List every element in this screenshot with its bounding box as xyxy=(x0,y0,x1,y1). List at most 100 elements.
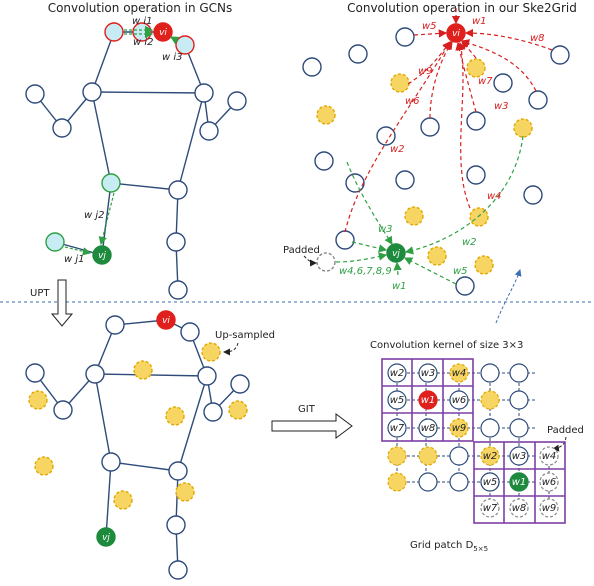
kernel-green-box xyxy=(473,441,566,524)
red-w8: w8 xyxy=(530,33,545,44)
red-w6: w6 xyxy=(405,96,420,107)
git-arrow xyxy=(271,413,353,439)
grid-node xyxy=(509,390,529,410)
grid-node xyxy=(480,363,500,383)
upt-arrow xyxy=(50,279,74,327)
ske2grid-green-arrows xyxy=(335,135,524,285)
grid-node xyxy=(387,390,407,410)
gcn-neighbor-node xyxy=(175,35,195,55)
grid-node xyxy=(449,446,469,466)
ske2grid-vi-label: vi xyxy=(452,29,460,39)
grid-weight-label: w6 xyxy=(452,395,467,406)
grid-weight-label: w8 xyxy=(512,503,527,514)
grid-weight-label: w7 xyxy=(390,423,405,434)
grid-node xyxy=(449,390,469,410)
grid-node xyxy=(509,363,529,383)
weight-wi1: w i1 xyxy=(132,16,153,27)
up-sampled-label: Up-sampled xyxy=(215,330,275,341)
grid-node xyxy=(480,472,500,492)
grid-node xyxy=(539,446,559,466)
grid-node xyxy=(418,418,438,438)
green-w1: w1 xyxy=(392,281,407,292)
gcn-neighbor-node xyxy=(104,22,124,42)
gcn-neighbor-node xyxy=(45,232,65,252)
grid-node xyxy=(449,418,469,438)
grid-node xyxy=(418,390,438,410)
green-w5: w5 xyxy=(453,266,468,277)
grid-node xyxy=(387,446,407,466)
grid-node xyxy=(509,498,529,518)
grid-node xyxy=(480,446,500,466)
red-w4: w4 xyxy=(487,191,502,202)
grid-node xyxy=(387,363,407,383)
grid-node xyxy=(480,390,500,410)
grid-node xyxy=(449,472,469,492)
grid-weight-label: w1 xyxy=(421,395,436,406)
upsampled-vi-label: vi xyxy=(162,316,170,326)
green-w3: w3 xyxy=(378,224,393,235)
upsampled-nodes xyxy=(25,310,250,580)
title-gcn: Convolution operation in GCNs xyxy=(48,1,233,15)
grid-weight-label: w2 xyxy=(483,451,498,462)
grid-node xyxy=(509,418,529,438)
upsampled-vj-label: vj xyxy=(102,533,110,543)
red-w2: w2 xyxy=(390,144,405,155)
grid-node xyxy=(539,472,559,492)
red-w1: w1 xyxy=(472,16,487,27)
grid-weight-label: w5 xyxy=(483,477,498,488)
padded-label-top: Padded xyxy=(283,245,320,256)
grid-node xyxy=(509,472,529,492)
feedback-arrow xyxy=(495,269,522,324)
grid-patch: w2 w3 w4 w5 w1 w6 w7 w8 w9 w2 w3 w4 w5 w1 w6 w7 w8 w9 xyxy=(381,358,566,524)
green-w2: w2 xyxy=(462,237,477,248)
red-w9: w9 xyxy=(418,66,433,77)
grid-node xyxy=(418,446,438,466)
grid-weight-label: w1 xyxy=(512,477,527,488)
grid-weight-label: w4 xyxy=(452,368,467,379)
ske2grid-vj-label: vj xyxy=(392,249,400,259)
gcn-skeleton xyxy=(34,31,238,291)
weight-wi3: w i3 xyxy=(162,52,183,63)
grid-weight-label: w8 xyxy=(421,423,436,434)
green-w46789: w4,6,7,8,9 xyxy=(339,266,392,277)
grid-weight-label: w9 xyxy=(452,423,467,434)
grid-weight-label: w4 xyxy=(542,451,557,462)
ske2grid-red-arrows xyxy=(344,8,553,233)
weight-wj2: w j2 xyxy=(84,210,105,221)
grid-weight-label: w7 xyxy=(483,503,498,514)
grid-node xyxy=(387,472,407,492)
weight-wi2: w i2 xyxy=(133,37,154,48)
red-w3: w3 xyxy=(494,101,509,112)
grid-weight-label: w3 xyxy=(421,368,436,379)
grid-node xyxy=(539,498,559,518)
upt-label: UPT xyxy=(30,288,50,299)
grid-node xyxy=(387,418,407,438)
red-w5: w5 xyxy=(422,21,437,32)
gcn-node-vj xyxy=(92,245,112,265)
grid-weight-label: w5 xyxy=(390,395,405,406)
git-label: GIT xyxy=(298,404,316,415)
grid-node xyxy=(480,498,500,518)
grid-node xyxy=(418,363,438,383)
grid-weight-label: w3 xyxy=(512,451,527,462)
grid-node xyxy=(509,446,529,466)
gcn-vi-label: vi xyxy=(159,28,167,38)
gcn-neighbor-node xyxy=(101,173,121,193)
grid-node xyxy=(480,418,500,438)
padded-label-grid: Padded xyxy=(547,425,584,436)
grid-weight-label: w2 xyxy=(390,368,405,379)
kernel-red-box xyxy=(381,358,474,442)
grid-weight-label: w9 xyxy=(542,503,557,514)
weight-wj1: w j1 xyxy=(64,254,85,265)
gcn-nodes xyxy=(25,22,247,300)
title-ske2grid: Convolution operation in our Ske2Grid xyxy=(347,1,577,15)
gcn-vj-label: vj xyxy=(98,251,106,261)
gcn-node-vi xyxy=(153,22,173,42)
grid-node xyxy=(449,363,469,383)
grid-weight-label: w6 xyxy=(542,477,557,488)
grid-node xyxy=(418,472,438,492)
red-w7: w7 xyxy=(478,76,493,87)
grid-patch-label: Grid patch D5×5 xyxy=(410,540,488,553)
